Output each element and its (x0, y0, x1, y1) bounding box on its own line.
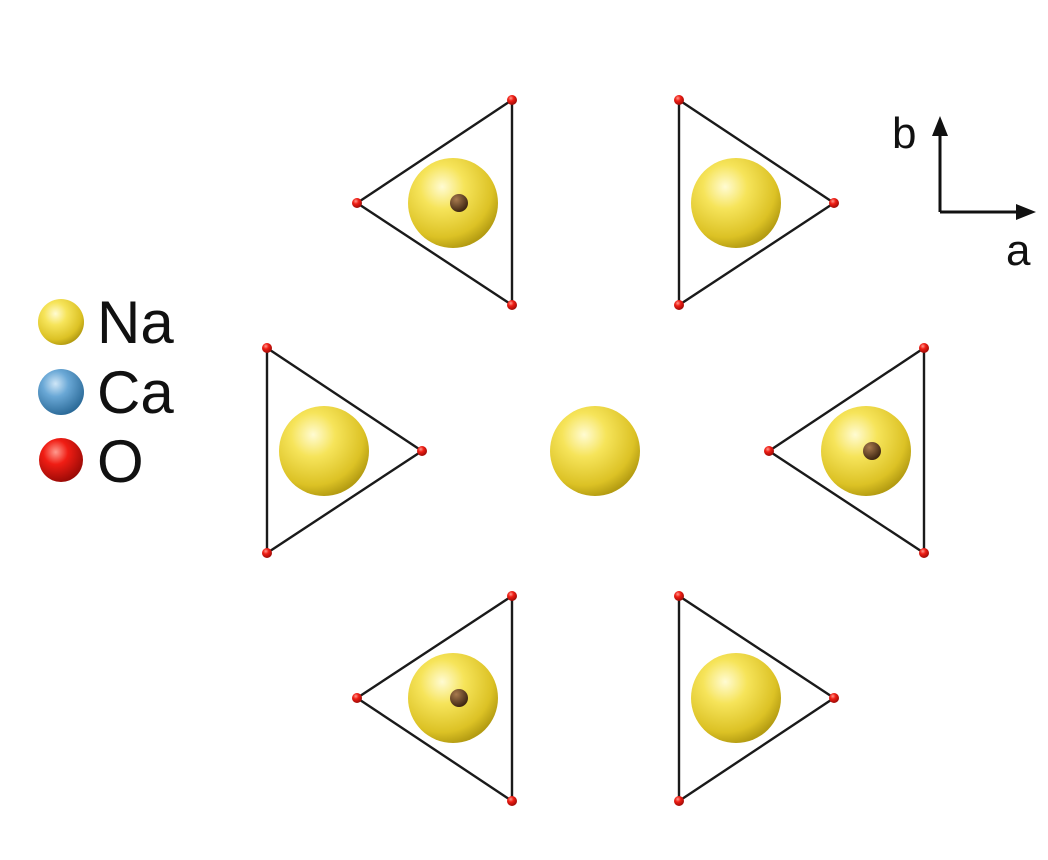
oxygen-triangle (354, 593, 514, 804)
oxygen-triangle (766, 345, 926, 556)
unit-top-right (674, 95, 839, 310)
legend-item-na: Na (38, 289, 174, 356)
legend: Na Ca O (38, 289, 174, 495)
legend-label-o: O (97, 428, 144, 495)
legend-label-na: Na (97, 289, 174, 356)
o-atom (674, 591, 684, 601)
b-axis-arrowhead (932, 116, 948, 136)
unit-bottom-right (674, 591, 839, 806)
o-atom (262, 548, 272, 558)
b-axis-label: b (892, 109, 916, 158)
o-atom (674, 95, 684, 105)
o-atom (417, 446, 427, 456)
legend-item-ca: Ca (38, 359, 174, 426)
oxygen-triangle (677, 593, 837, 804)
unit-bottom-left (352, 591, 517, 806)
o-atom (764, 446, 774, 456)
central-na-atom (550, 406, 640, 496)
o-atom (352, 693, 362, 703)
inner-atom-dot (863, 442, 881, 460)
o-atom (829, 198, 839, 208)
o-atom (507, 300, 517, 310)
o-atom (829, 693, 839, 703)
na-atom (691, 653, 781, 743)
oxygen-triangle (265, 345, 425, 556)
o-atom (352, 198, 362, 208)
o-atom (674, 796, 684, 806)
o-atom (507, 591, 517, 601)
o-atom (674, 300, 684, 310)
o-atom (507, 796, 517, 806)
oxygen-triangle (354, 97, 514, 308)
oxygen-triangle (677, 97, 837, 308)
axes-indicator: b a (892, 109, 1036, 275)
unit-top-left (352, 95, 517, 310)
o-atom (919, 548, 929, 558)
unit-middle-left (262, 343, 427, 558)
inner-atom-dot (450, 689, 468, 707)
o-atom (919, 343, 929, 353)
structure (262, 95, 929, 806)
ca-legend-sphere (38, 369, 84, 415)
a-axis-arrowhead (1016, 204, 1036, 220)
legend-item-o: O (39, 428, 144, 495)
a-axis-label: a (1006, 226, 1031, 275)
o-legend-sphere (39, 438, 83, 482)
na-legend-sphere (38, 299, 84, 345)
legend-label-ca: Ca (97, 359, 174, 426)
na-atom (279, 406, 369, 496)
unit-middle-right (764, 343, 929, 558)
o-atom (507, 95, 517, 105)
inner-atom-dot (450, 194, 468, 212)
o-atom (262, 343, 272, 353)
na-atom (691, 158, 781, 248)
